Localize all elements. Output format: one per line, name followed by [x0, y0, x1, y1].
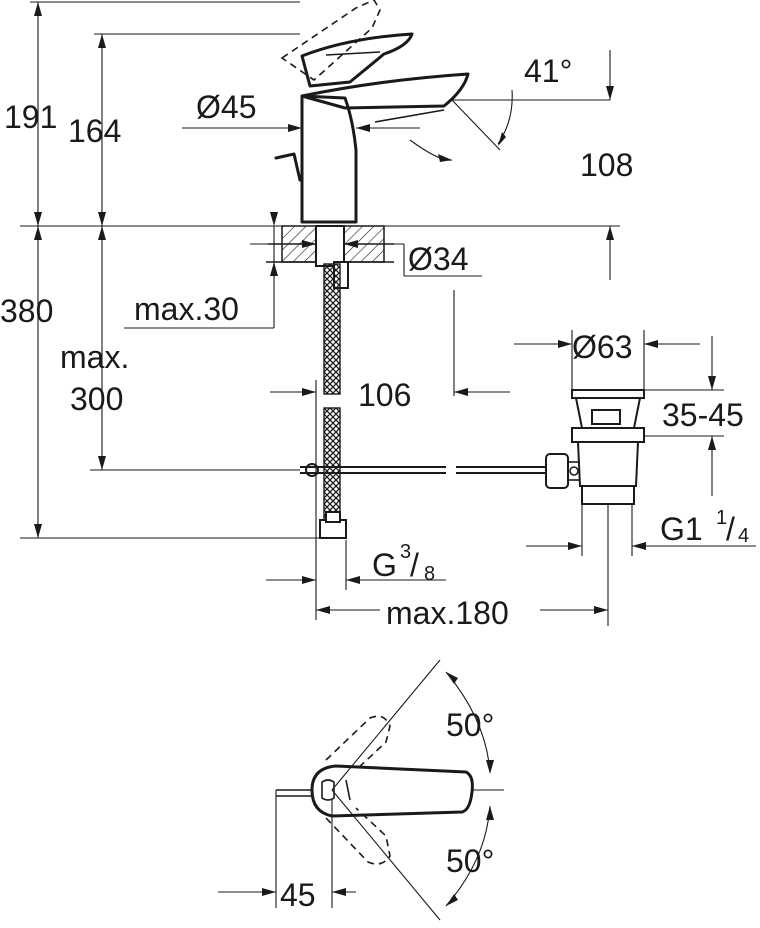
faucet-side-view	[266, 0, 548, 539]
label-inlet-thread-num: 3	[400, 541, 411, 563]
label-waste-diameter: Ø63	[572, 329, 632, 365]
label-hole-diameter: Ø34	[408, 241, 468, 277]
lever-alt-position	[280, 0, 381, 82]
label-waste-distance: max.180	[386, 595, 509, 631]
hose-braided-lower	[323, 407, 341, 521]
label-waste-thread-slash: /	[726, 511, 735, 547]
dimension-labels: 191 164 Ø45 41° 108 Ø34 max.30 380 max. …	[0, 53, 749, 913]
label-lever-angle-bottom: 50°	[446, 843, 494, 879]
waste-assembly	[545, 389, 645, 505]
faucet-top-view	[218, 659, 504, 921]
label-pull-rod-offset: 106	[358, 377, 411, 413]
faucet-spout	[300, 72, 470, 110]
label-below-deck-height: 380	[0, 293, 53, 329]
waste-nut	[545, 453, 569, 489]
label-spout-reach: 108	[580, 147, 633, 183]
popup-rod	[274, 152, 302, 182]
label-inlet-thread-main: G	[372, 547, 397, 583]
label-lever-offset: 45	[280, 877, 316, 913]
label-pull-rod-line2: 300	[70, 381, 123, 417]
label-spout-height: 164	[68, 113, 121, 149]
label-waste-thread-num: 1	[716, 507, 727, 529]
label-total-height: 191	[4, 99, 57, 135]
label-deck-thickness: max.30	[134, 291, 239, 327]
label-inlet-thread-den: 8	[424, 563, 435, 585]
hose-braided	[323, 263, 341, 395]
label-pull-rod-line1: max.	[60, 339, 129, 375]
lever-top-view	[310, 764, 474, 818]
lever-top-alt-lower	[325, 807, 391, 865]
label-body-diameter: Ø45	[196, 89, 256, 125]
lever-top-alt-upper	[325, 715, 391, 771]
dimension-lines	[20, 1, 756, 626]
label-waste-height: 35-45	[662, 397, 744, 433]
faucet-lever	[300, 32, 414, 88]
label-waste-thread-den: 4	[738, 525, 749, 547]
label-waste-thread-main: G1	[660, 511, 703, 547]
label-spout-angle: 41°	[524, 53, 572, 89]
faucet-body	[300, 94, 358, 224]
label-lever-angle-top: 50°	[446, 707, 494, 743]
label-inlet-thread-slash: /	[410, 547, 419, 583]
